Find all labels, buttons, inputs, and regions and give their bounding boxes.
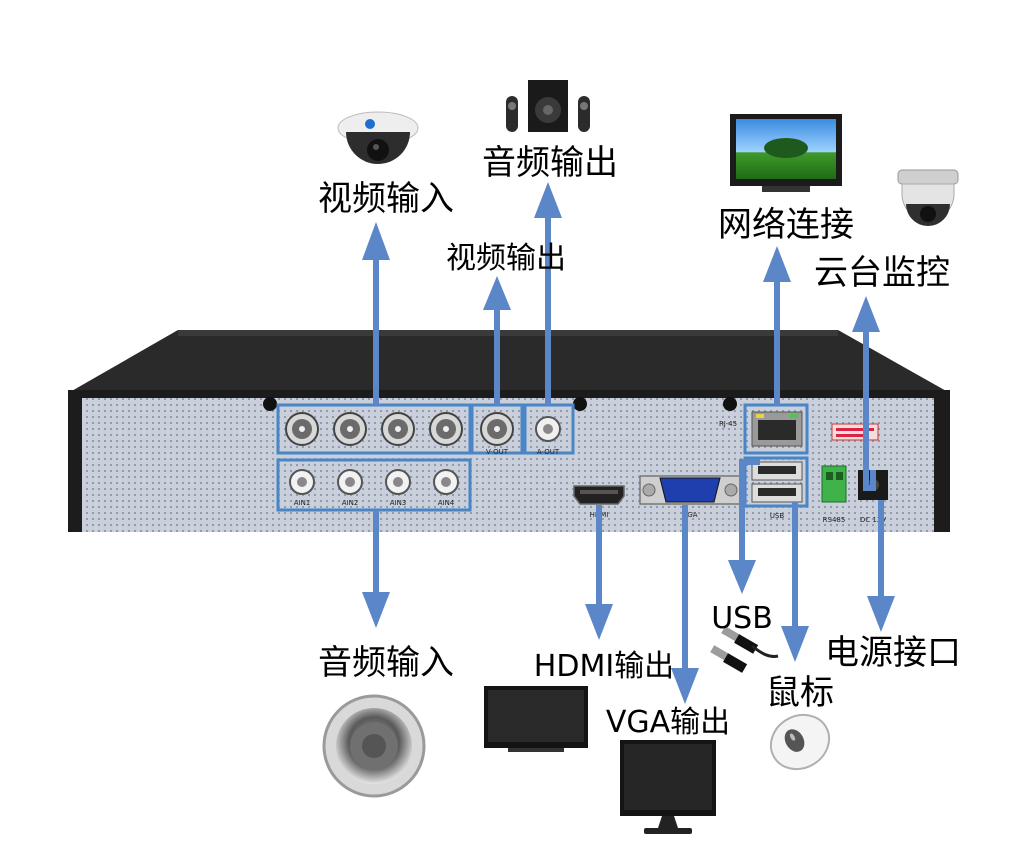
- rca-audio-output: [535, 416, 561, 442]
- rca-audio-inputs: [289, 469, 459, 495]
- ain3-port-label: AIN3: [390, 499, 407, 507]
- arrow-hdmi: [585, 505, 613, 640]
- label-hdmi-output: HDMI输出: [534, 649, 674, 684]
- rj45-port-label: RJ-45: [719, 420, 737, 428]
- connection-arrows: [362, 182, 895, 704]
- arrow-audio-input: [362, 510, 390, 628]
- ptz-camera-icon: [897, 169, 959, 226]
- vga-port-label: VGA: [682, 511, 697, 519]
- arrow-mouse: [781, 502, 809, 662]
- vga-port: [639, 475, 741, 505]
- ain4-port-label: AIN4: [438, 499, 455, 507]
- usb-cable-icon: [710, 626, 779, 673]
- arrow-video-input: [362, 222, 390, 405]
- label-mouse: 鼠标: [766, 673, 834, 713]
- arrow-video-output: [483, 276, 511, 405]
- arrow-vga: [671, 505, 699, 704]
- aout-port-label: A-OUT: [537, 448, 560, 456]
- speaker-set-icon: [506, 80, 590, 132]
- dome-camera-icon: [337, 111, 419, 164]
- label-power: 电源接口: [825, 633, 961, 673]
- round-speaker-icon: [322, 694, 426, 798]
- ain1-port-label: AIN1: [294, 499, 311, 507]
- label-audio-input: 音频输入: [318, 643, 454, 683]
- hdmi-port: [573, 485, 625, 505]
- flat-monitor-icon: [484, 686, 588, 752]
- arrow-audio-output: [534, 182, 562, 405]
- arrow-network: [763, 246, 791, 405]
- ain2-port-label: AIN2: [342, 499, 359, 507]
- arrow-usb: [728, 459, 760, 594]
- tv-monitor-icon: [730, 114, 842, 192]
- bnc-video-output: [480, 412, 514, 446]
- vout-port-label: V-OUT: [486, 448, 509, 456]
- arrow-ptz: [852, 296, 880, 491]
- arrow-power: [867, 500, 895, 632]
- label-video-input: 视频输入: [318, 179, 454, 219]
- usb-port-label: USB: [770, 512, 785, 520]
- label-audio-output: 音频输出: [482, 143, 618, 183]
- warning-sticker: [831, 423, 879, 441]
- mouse-icon: [769, 713, 831, 771]
- rj45-port: [751, 411, 803, 447]
- label-vga-output: VGA输出: [606, 705, 730, 740]
- rs485-port-label: RS485: [823, 516, 846, 524]
- vga-monitor-icon: [620, 740, 716, 834]
- label-ptz: 云台监控: [814, 253, 950, 293]
- rs485-terminal: [821, 465, 847, 503]
- label-network: 网络连接: [718, 205, 854, 245]
- label-usb: USB: [711, 601, 773, 636]
- label-video-output: 视频输出: [446, 241, 566, 276]
- usb-ports: [751, 461, 803, 503]
- dc-port-label: DC 12V: [860, 516, 886, 524]
- bnc-video-inputs: [285, 412, 514, 446]
- diagram-labels: 视频输入 音频输出 视频输出 网络连接 云台监控 音频输入 HDMI输出 VGA…: [318, 143, 961, 740]
